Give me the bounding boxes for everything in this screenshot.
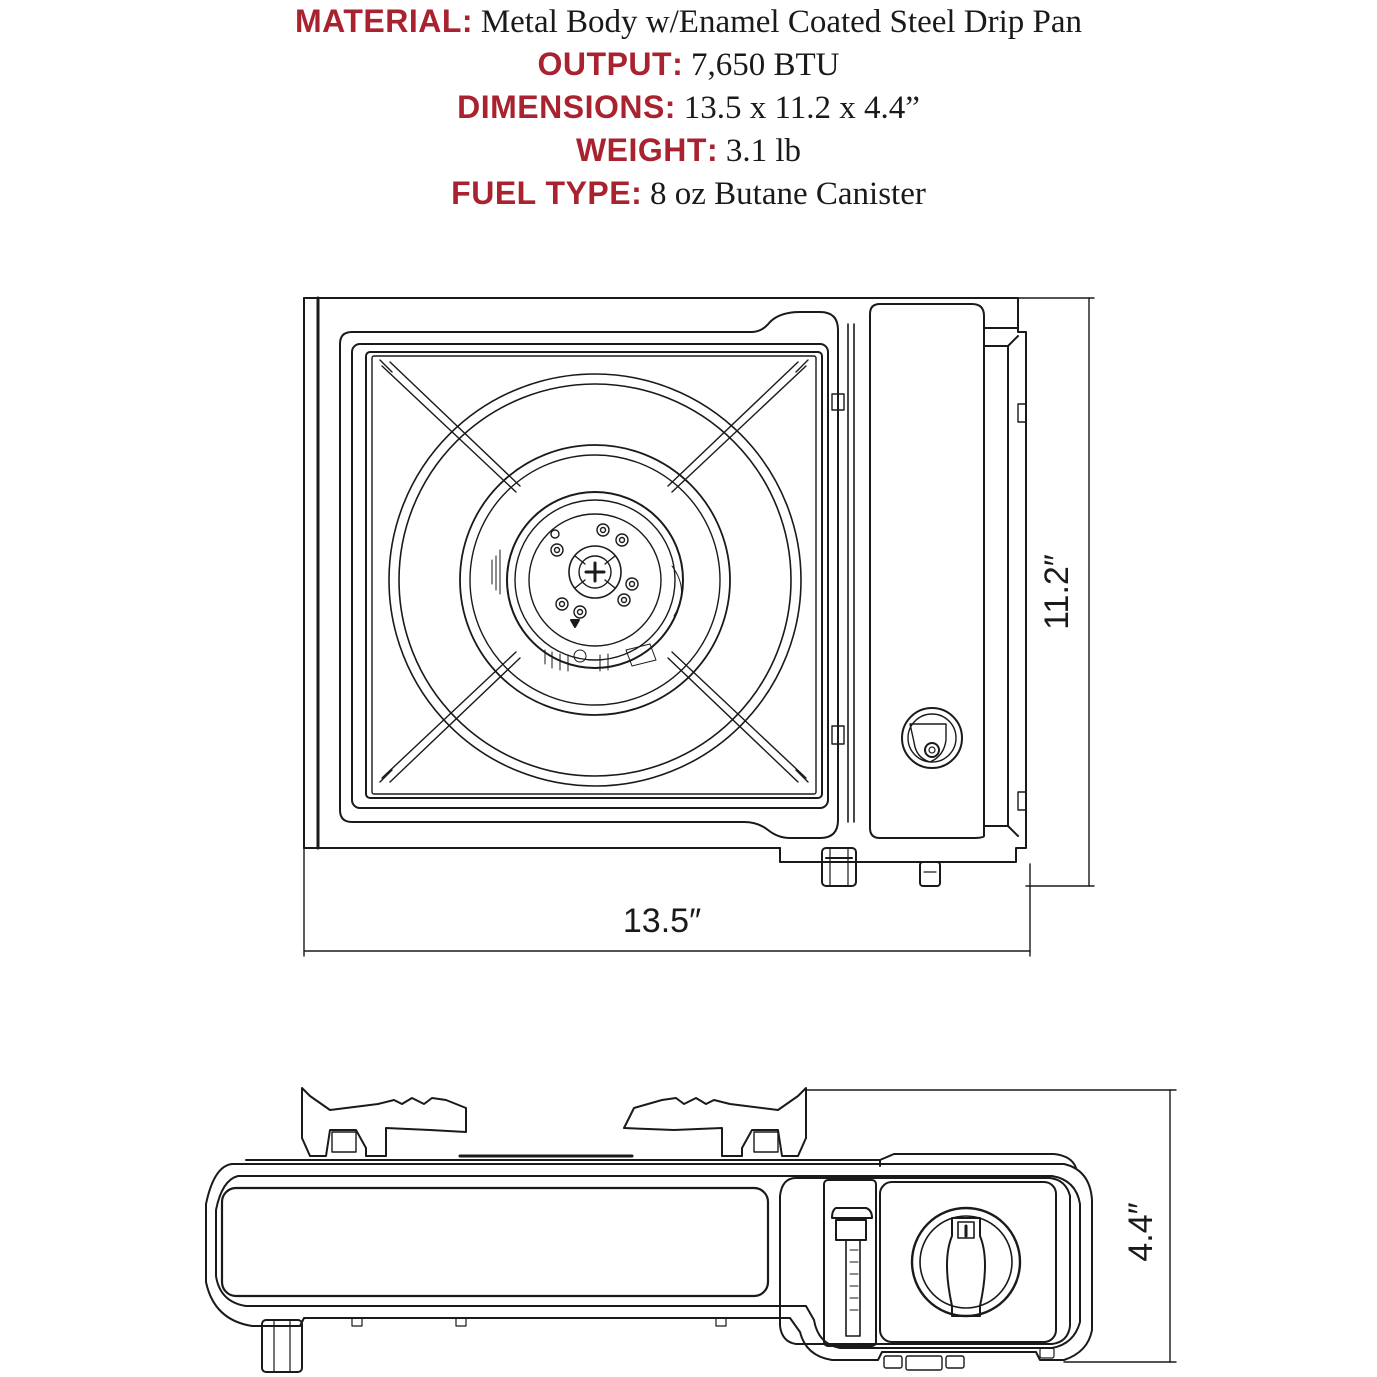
spec-separator: : [631, 175, 642, 211]
igniter-knob [901, 707, 963, 769]
latch [831, 725, 845, 745]
spec-label: DIMENSIONS [457, 89, 665, 125]
burner-center-cross [568, 545, 622, 599]
height-dimension-label: 4.4″ [1122, 1202, 1160, 1261]
side-latch [1017, 791, 1027, 811]
top-rim [245, 1153, 1077, 1169]
spec-output: OUTPUT: 7,650 BTU [0, 43, 1377, 86]
latch [831, 393, 845, 411]
spec-separator: : [664, 89, 676, 125]
stove-side-view: 4.4″ [205, 1087, 1177, 1373]
control-panel [879, 1181, 1057, 1343]
pot-support-left [301, 1087, 467, 1157]
burner-cap-inner [514, 499, 676, 661]
stove-body-outline [317, 297, 1027, 863]
grate-outer-ring-inner [398, 383, 792, 777]
knob-housing [779, 1177, 1071, 1345]
control-compartment [869, 303, 985, 839]
pot-support-right [623, 1087, 807, 1157]
grate-outer-ring [388, 373, 802, 787]
arrow-marker [570, 619, 580, 628]
stove-top-view: 13.5″ 11.2″ [303, 296, 1095, 957]
spec-material: MATERIAL: Metal Body w/Enamel Coated Ste… [0, 0, 1377, 43]
spec-value: 7,650 BTU [682, 47, 840, 83]
canister-latch-frame [823, 1179, 877, 1347]
drip-pan-recess [365, 351, 823, 799]
control-knob [910, 1206, 1022, 1318]
side-latch [1017, 403, 1027, 423]
side-feet [261, 1317, 1055, 1373]
side-panel [220, 1186, 770, 1298]
spec-label: WEIGHT [575, 132, 707, 168]
burner-fins [491, 549, 682, 672]
spec-list: MATERIAL: Metal Body w/Enamel Coated Ste… [0, 0, 1377, 215]
spec-separator: : [672, 46, 683, 82]
burner-cap [506, 491, 684, 669]
width-dimension-label: 13.5″ [623, 902, 701, 940]
drip-pan-edge [371, 355, 817, 795]
burner-bowl [459, 444, 731, 716]
dimension-lines [303, 297, 1095, 957]
drip-pan-inner [351, 343, 829, 809]
drip-pan [339, 311, 839, 839]
side-body [205, 1163, 1093, 1361]
grate-arms [379, 359, 809, 783]
spec-separator: : [706, 132, 718, 168]
spec-fuel-type: FUEL TYPE: 8 oz Butane Canister [0, 172, 1377, 215]
spec-label: OUTPUT [537, 46, 673, 82]
burner-head [528, 513, 662, 647]
spec-label: MATERIAL [294, 3, 462, 39]
spec-dimensions: DIMENSIONS: 13.5 x 11.2 x 4.4” [0, 86, 1377, 129]
front-foot [919, 861, 941, 887]
height-dimension-lines [805, 1089, 1177, 1363]
side-body-inner [215, 1175, 1081, 1349]
burner-ports [550, 523, 639, 619]
spec-value: 8 oz Butane Canister [641, 176, 926, 212]
spec-value: 13.5 x 11.2 x 4.4” [675, 90, 920, 126]
spec-value: 3.1 lb [717, 133, 802, 169]
spec-separator: : [461, 3, 473, 39]
depth-dimension-label: 11.2″ [1038, 554, 1076, 630]
spec-weight: WEIGHT: 3.1 lb [0, 129, 1377, 172]
spec-label: FUEL TYPE [451, 175, 632, 211]
spec-value: Metal Body w/Enamel Coated Steel Drip Pa… [472, 4, 1083, 40]
front-knob-stem [821, 847, 857, 887]
canister-lever [831, 1207, 873, 1337]
burner-bowl-inner [469, 454, 721, 706]
compartment-lid-edge [983, 327, 1019, 837]
